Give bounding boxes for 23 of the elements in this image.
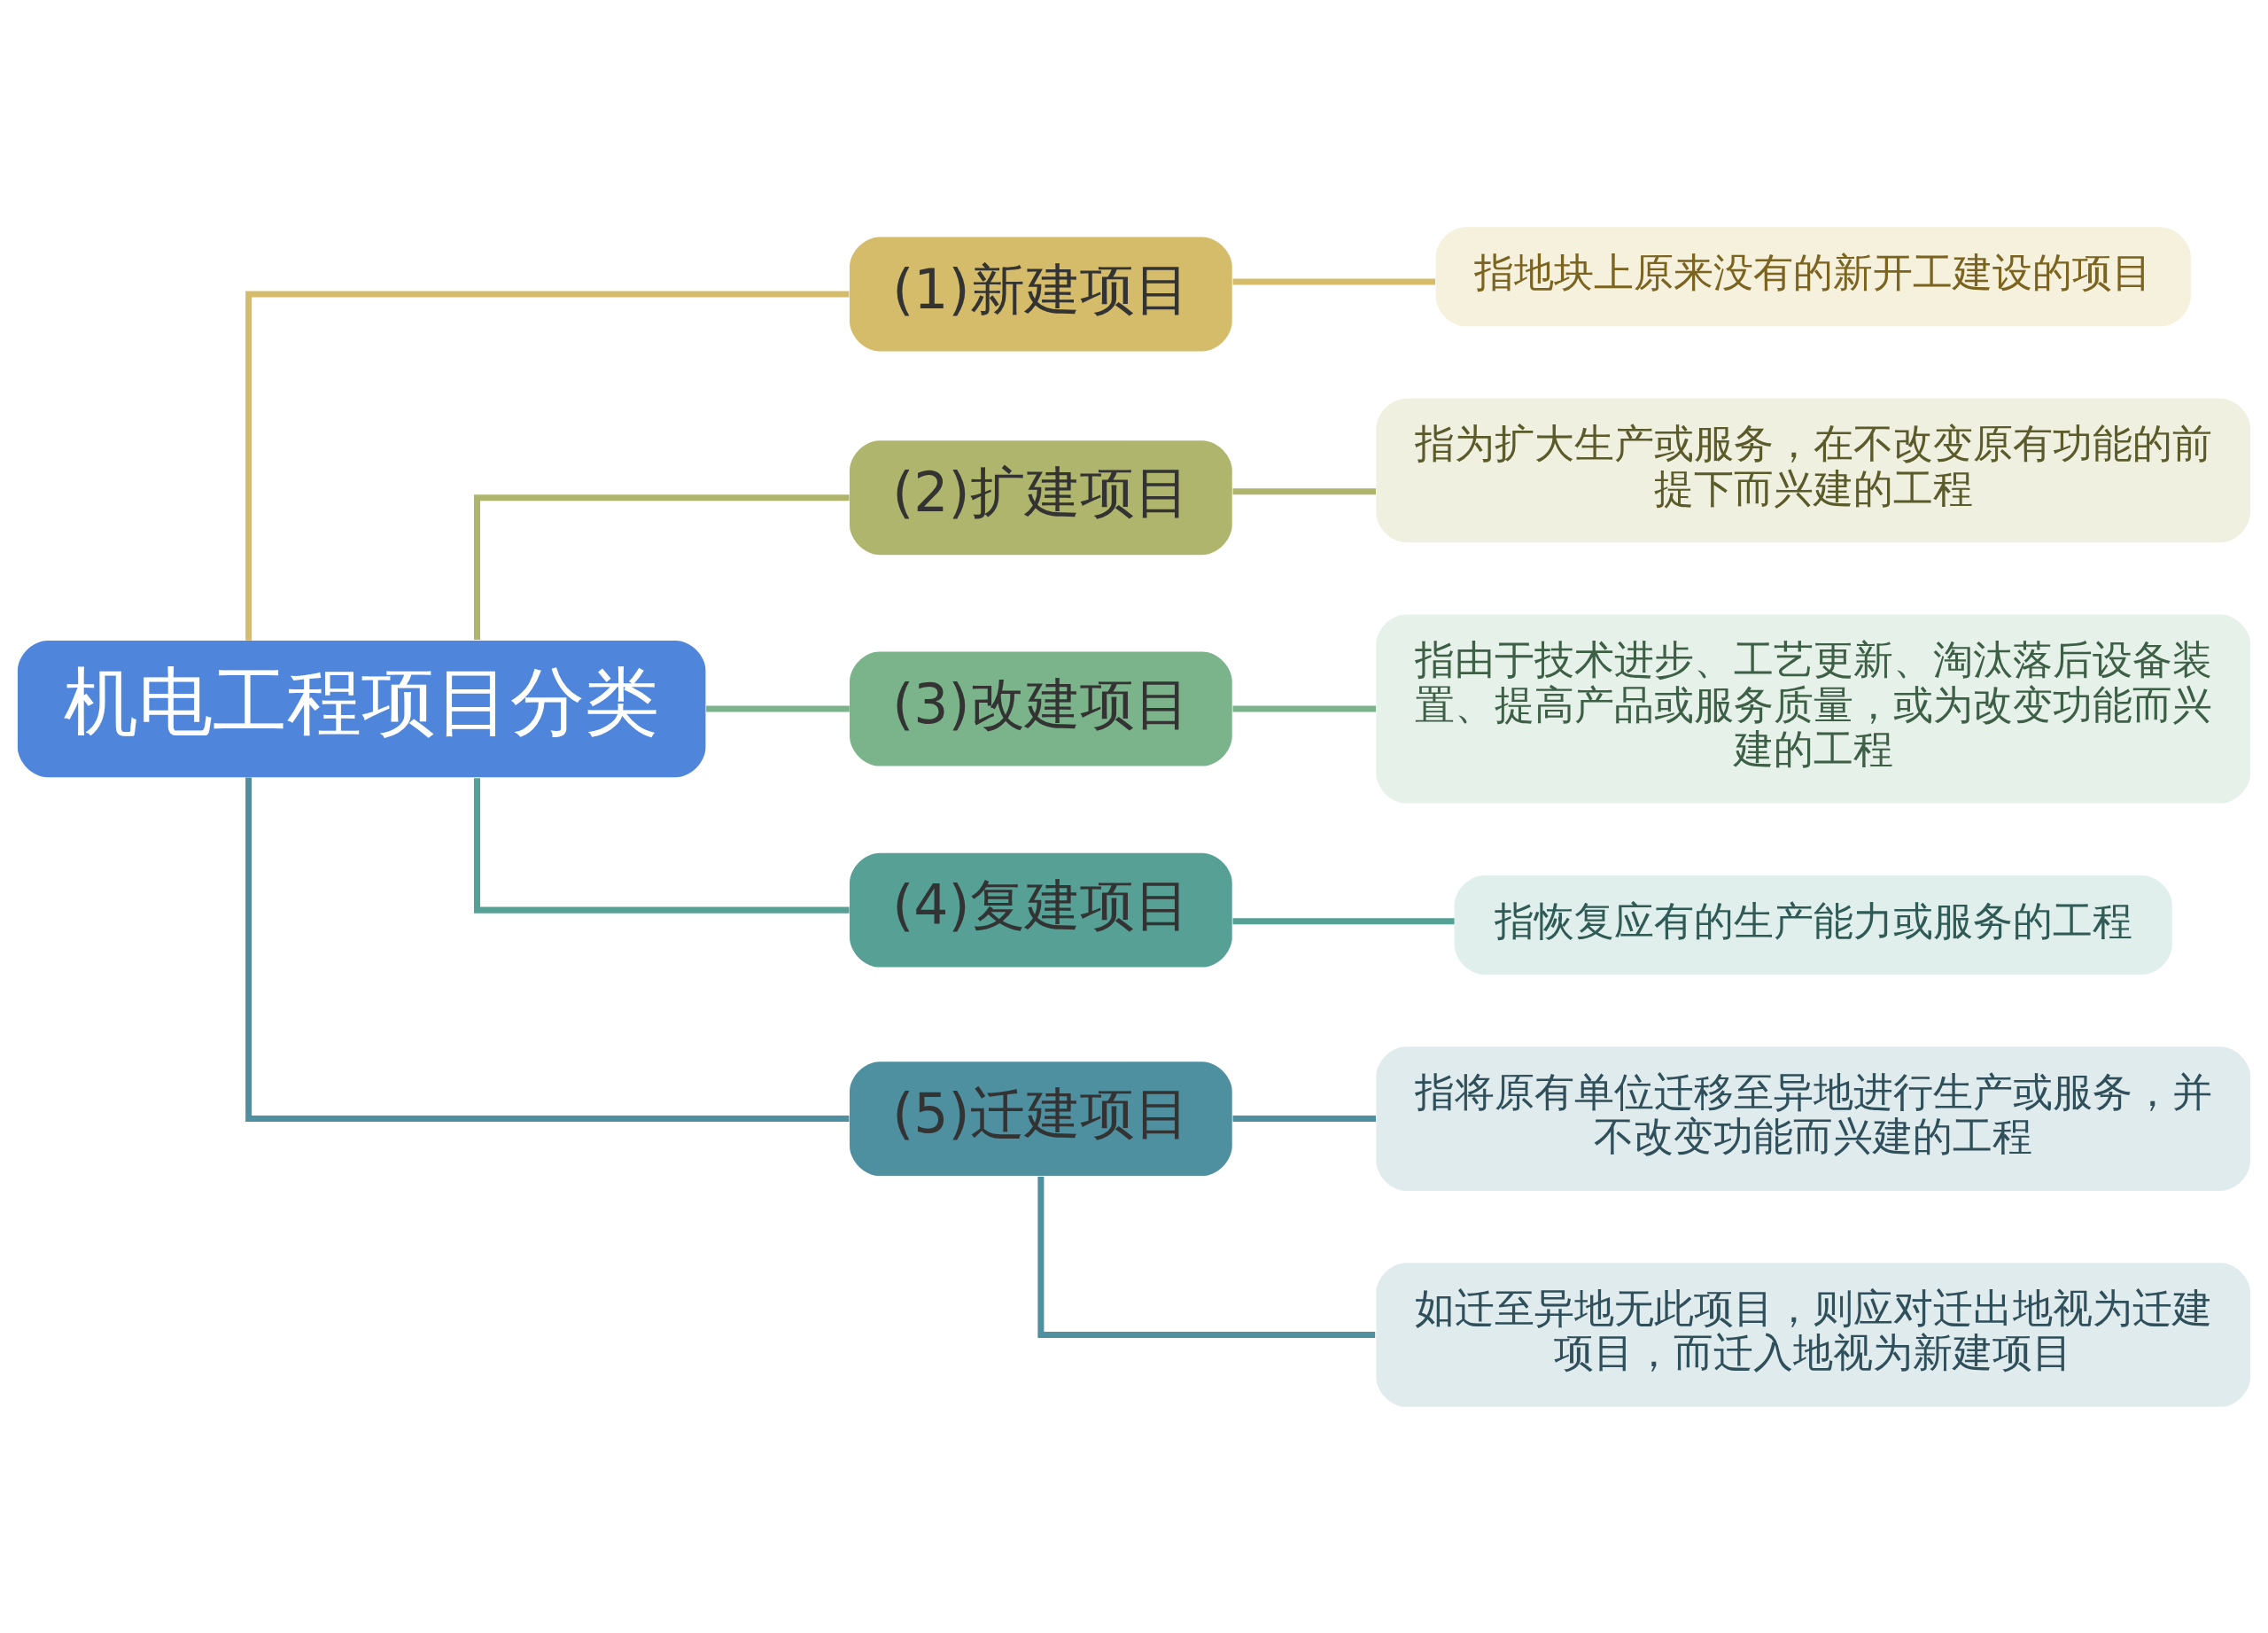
connector (245, 777, 850, 1122)
node-box: 指将原有单位迁移至异地进行生产或服务，并不改变功能而兴建的工程 (1376, 1046, 2251, 1191)
connector (1232, 917, 1455, 924)
node-box: (2)扩建项目 (850, 439, 1232, 555)
connector (1232, 1115, 1376, 1122)
node-box: (4)复建项目 (850, 852, 1232, 968)
connector (245, 290, 850, 641)
node-box: 指由于技术进步、工艺更新、淘汰落后设备装置、提高产品或服务质量，或为改变功能而兴建的工程 (1376, 614, 2251, 804)
connector (1232, 705, 1376, 712)
node-box: 机电工程项目分类 (17, 640, 706, 777)
node-box: 指地块上原来没有的新开工建设的项目 (1435, 226, 2191, 326)
connector (706, 705, 850, 712)
connector (1232, 487, 1376, 494)
connector (1232, 277, 1436, 284)
node-box: 如迁至异地无此项目，则应对迁出地视为迁建项目，而迁入地视为新建项目 (1376, 1262, 2251, 1407)
connector (1037, 1176, 1376, 1338)
node-box: 指恢复应有的生产能力或服务的工程 (1454, 875, 2172, 975)
node-box: 指为扩大生产或服务，在不改变原有功能的前提下而兴建的工程 (1376, 398, 2251, 542)
node-box: (3)改建项目 (850, 651, 1232, 766)
node-box: (1)新建项目 (850, 236, 1232, 351)
connector (474, 494, 850, 640)
connector (474, 777, 850, 914)
node-box: (5)迁建项目 (850, 1061, 1232, 1176)
